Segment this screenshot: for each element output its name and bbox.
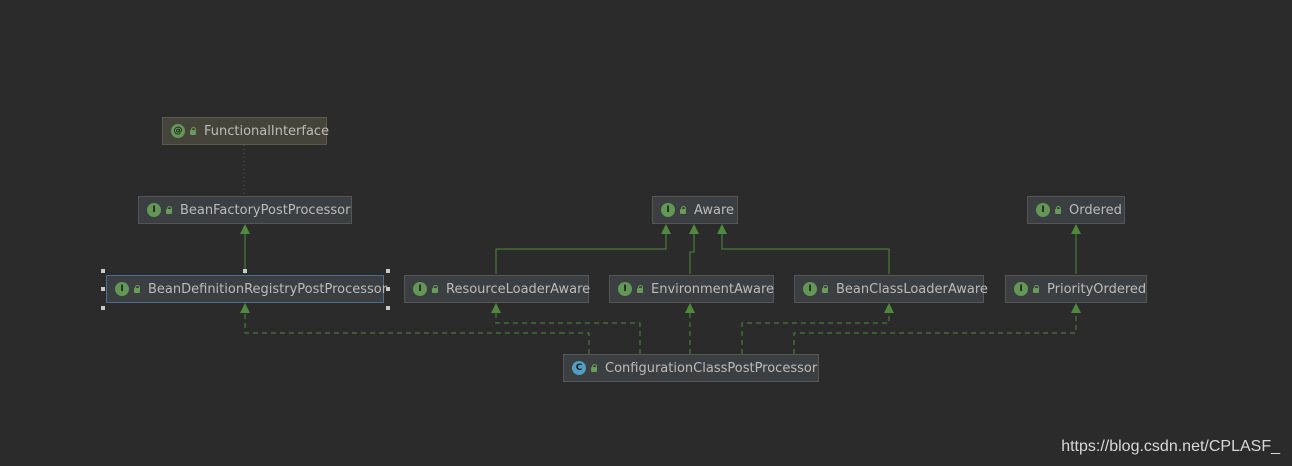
arrowhead-beanclassloaderaware <box>884 303 894 313</box>
edge-extends-resourceloaderaware <box>495 233 667 274</box>
public-visibility-icon <box>679 205 688 215</box>
selection-handle-bottom-right[interactable] <box>386 306 390 310</box>
arrowhead-environmentaware <box>685 303 695 313</box>
node-configuration-class-post-processor[interactable]: C ConfigurationClassPostProcessor <box>563 354 819 382</box>
selection-handle-left[interactable] <box>101 287 105 291</box>
node-bean-factory-post-processor[interactable]: I BeanFactoryPostProcessor <box>138 196 352 224</box>
node-environment-aware[interactable]: I EnvironmentAware <box>609 275 774 303</box>
interface-type-icon: I <box>803 282 817 296</box>
edge-extends-environmentaware <box>689 233 695 274</box>
edge-implements-bdrpp <box>244 312 564 334</box>
interface-type-icon: I <box>147 203 161 217</box>
selection-handle-right[interactable] <box>386 287 390 291</box>
node-resource-loader-aware[interactable]: I ResourceLoaderAware <box>404 275 591 303</box>
interface-type-icon: I <box>661 203 675 217</box>
node-label: BeanFactoryPostProcessor <box>180 202 351 218</box>
node-label: PriorityOrdered <box>1047 281 1147 297</box>
edge-extends-beanclassloaderaware <box>721 233 890 274</box>
node-label: FunctionalInterface <box>204 123 330 139</box>
annotation-type-icon: @ <box>171 124 185 138</box>
node-label: ConfigurationClassPostProcessor <box>605 360 818 376</box>
selection-handle-top-right[interactable] <box>386 269 390 273</box>
public-visibility-icon <box>189 126 198 136</box>
selection-handle-bottom-left[interactable] <box>101 306 105 310</box>
public-visibility-icon <box>133 284 142 294</box>
public-visibility-icon <box>821 284 830 294</box>
node-label: Ordered <box>1069 202 1122 218</box>
public-visibility-icon <box>431 284 440 294</box>
node-label: BeanDefinitionRegistryPostProcessor <box>148 281 388 297</box>
node-ordered[interactable]: I Ordered <box>1027 196 1125 224</box>
public-visibility-icon <box>590 363 599 373</box>
arrowhead-aware-right <box>717 224 727 234</box>
public-visibility-icon <box>165 205 174 215</box>
watermark: https://blog.csdn.net/CPLASF_ <box>1061 438 1280 455</box>
node-label: EnvironmentAware <box>651 281 775 297</box>
edge-implements-resourceloaderaware <box>495 312 641 354</box>
edge-implements-beanclassloaderaware <box>741 312 890 354</box>
interface-type-icon: I <box>1036 203 1050 217</box>
interface-type-icon: I <box>1014 282 1028 296</box>
node-functional-interface[interactable]: @ FunctionalInterface <box>162 117 330 145</box>
arrowhead-resourceloaderaware <box>491 303 501 313</box>
node-aware[interactable]: I Aware <box>652 196 738 224</box>
public-visibility-icon <box>636 284 645 294</box>
interface-type-icon: I <box>618 282 632 296</box>
public-visibility-icon <box>1054 205 1063 215</box>
selection-handle-top[interactable] <box>243 269 247 273</box>
interface-type-icon: I <box>115 282 129 296</box>
selection-handle-top-left[interactable] <box>101 269 105 273</box>
public-visibility-icon <box>1032 284 1041 294</box>
edge-implements-priorityordered <box>793 312 1077 354</box>
node-label: BeanClassLoaderAware <box>836 281 988 297</box>
node-priority-ordered[interactable]: I PriorityOrdered <box>1005 275 1147 303</box>
arrowhead-aware-left <box>661 224 671 234</box>
node-label: ResourceLoaderAware <box>446 281 591 297</box>
class-type-icon: C <box>572 361 586 375</box>
arrowhead-ordered <box>1071 224 1081 234</box>
arrowhead-bfpp <box>240 224 250 234</box>
arrowhead-aware-center <box>689 224 699 234</box>
node-label: Aware <box>694 202 735 218</box>
arrowhead-priorityordered <box>1071 303 1081 313</box>
interface-type-icon: I <box>413 282 427 296</box>
arrowhead-bdrpp <box>240 303 250 313</box>
node-bean-class-loader-aware[interactable]: I BeanClassLoaderAware <box>794 275 988 303</box>
node-bean-definition-registry-post-processor[interactable]: I BeanDefinitionRegistryPostProcessor <box>106 275 388 303</box>
